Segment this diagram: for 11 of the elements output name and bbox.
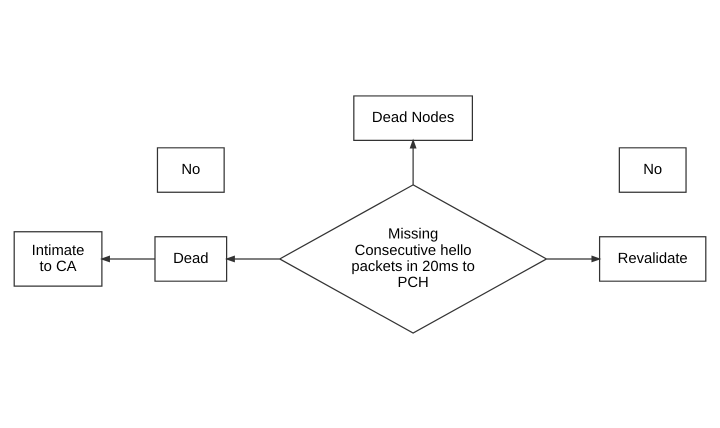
node-box: Revalidate xyxy=(598,236,706,282)
node-box: Dead Nodes xyxy=(353,94,473,141)
node-box: Dead xyxy=(154,236,228,282)
arrow xyxy=(546,255,602,262)
arrow xyxy=(100,255,155,262)
node-box: Intimate to CA xyxy=(14,230,102,286)
node-box: No xyxy=(618,146,687,192)
node-diamond: Missing Consecutive hello packets in 20ms to PCH xyxy=(278,184,548,334)
arrow xyxy=(225,255,280,262)
node-box: No xyxy=(156,146,225,192)
arrow xyxy=(410,138,417,184)
